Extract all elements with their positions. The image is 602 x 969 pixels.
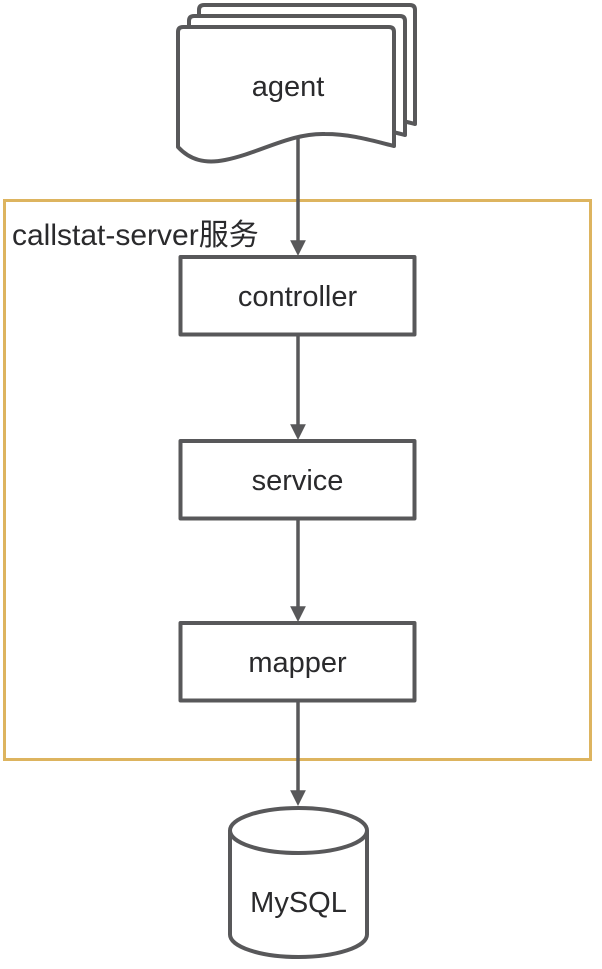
mysql-node-label: MySQL xyxy=(250,887,347,919)
cylinder-body xyxy=(228,830,369,959)
agent-node-label: agent xyxy=(252,71,325,103)
controller-node xyxy=(178,255,417,337)
group-box-label: callstat-server服务 xyxy=(12,219,259,252)
service-node xyxy=(178,439,417,521)
controller-node-label: controller xyxy=(238,281,358,313)
mysql-cylinder-node xyxy=(228,806,369,959)
mapper-node-label: mapper xyxy=(248,647,347,679)
mapper-node xyxy=(178,621,417,703)
cylinder-top xyxy=(228,806,369,855)
service-node-label: service xyxy=(252,465,344,497)
